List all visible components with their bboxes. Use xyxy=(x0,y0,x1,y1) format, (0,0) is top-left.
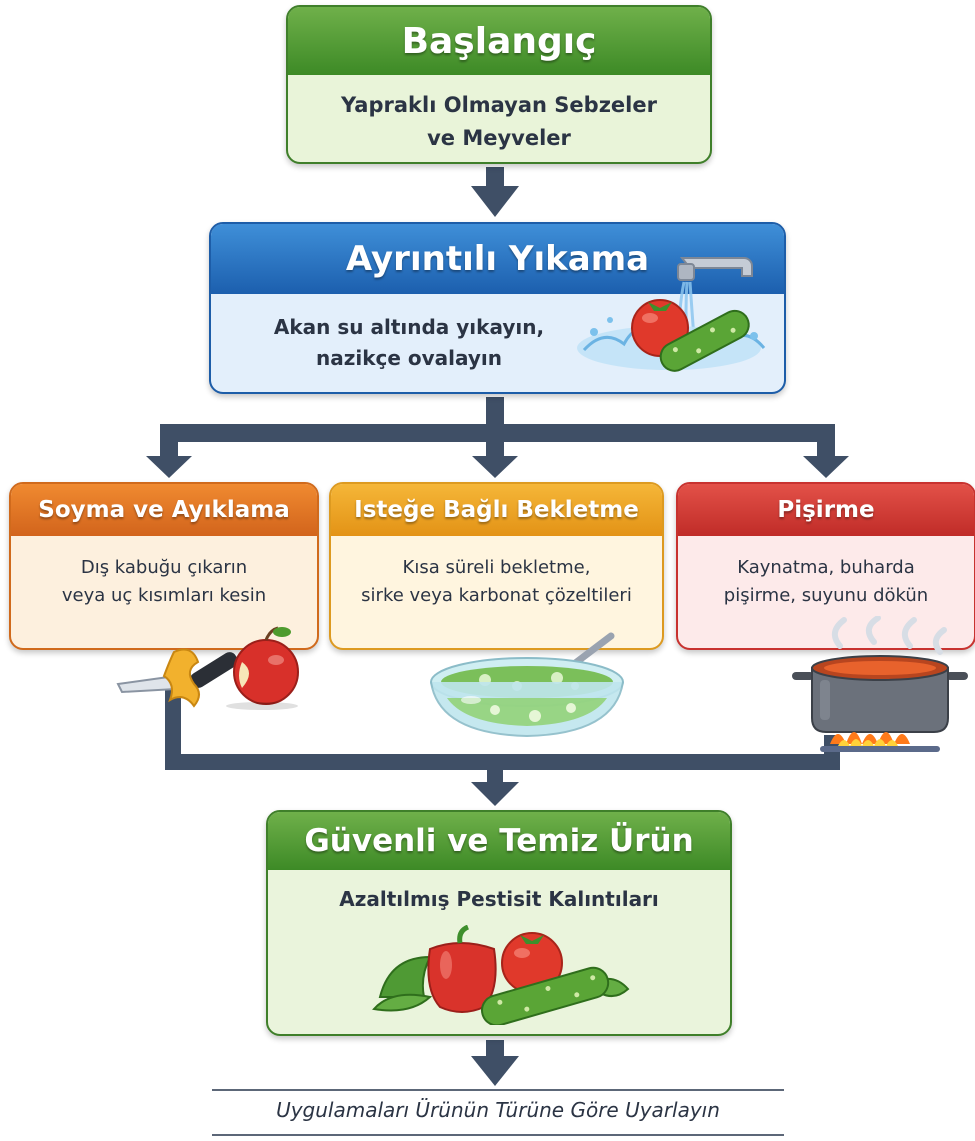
cook-node: Pişirme Kaynatma, buharda pişirme, suyun… xyxy=(676,482,975,650)
start-node: Başlangıç Yapraklı Olmayan Sebzeler ve M… xyxy=(286,5,712,164)
start-description: Yapraklı Olmayan Sebzeler ve Meyveler xyxy=(288,89,710,154)
arrowhead-wash xyxy=(471,186,519,217)
result-title: Güvenli ve Temiz Ürün xyxy=(268,812,730,870)
connector-merge-down xyxy=(487,754,503,784)
connector-split-mid xyxy=(486,424,504,458)
connector-start-wash xyxy=(486,167,504,187)
cook-line-2: pişirme, suyunu dökün xyxy=(723,584,929,606)
wash-description: Akan su altında yıkayın, nazikçe ovalayı… xyxy=(249,312,569,374)
footer-note: Uygulamaları Ürünün Türüne Göre Uyarlayı… xyxy=(276,1098,720,1122)
knife-peel-apple-icon xyxy=(116,626,299,710)
soak-description: Kısa süreli bekletme, sirke veya karbona… xyxy=(331,554,662,610)
start-title: Başlangıç xyxy=(288,7,710,75)
soak-title: Isteğe Bağlı Bekletme xyxy=(331,484,662,536)
connector-result-footer xyxy=(486,1040,504,1058)
footer-rule-bottom xyxy=(212,1134,784,1136)
soaking-bowl-icon xyxy=(430,632,624,738)
arrowhead-footer xyxy=(471,1056,519,1086)
wash-line-1: Akan su altında yıkayın, xyxy=(273,315,545,339)
cook-description: Kaynatma, buharda pişirme, suyunu dökün xyxy=(678,554,974,610)
connector-merge-left xyxy=(165,690,181,770)
connector-split-right xyxy=(817,424,835,458)
arrowhead-soak xyxy=(472,456,518,478)
clean-vegetables-icon xyxy=(372,925,630,1025)
peel-title: Soyma ve Ayıklama xyxy=(11,484,317,536)
start-line-1: Yapraklı Olmayan Sebzeler xyxy=(341,93,657,117)
cook-line-1: Kaynatma, buharda xyxy=(737,557,915,578)
soak-node: Isteğe Bağlı Bekletme Kısa süreli beklet… xyxy=(329,482,664,650)
faucet-washing-tomato-cucumber-icon xyxy=(577,257,766,372)
footer-rule-top xyxy=(212,1089,784,1091)
arrowhead-result xyxy=(471,782,519,806)
result-line-1: Azaltılmış Pestisit Kalıntıları xyxy=(339,887,659,911)
cook-title: Pişirme xyxy=(678,484,974,536)
soak-line-2: sirke veya karbonat çözeltileri xyxy=(361,584,632,606)
start-line-2: ve Meyveler xyxy=(427,125,571,150)
result-node: Güvenli ve Temiz Ürün Azaltılmış Pestisi… xyxy=(266,810,732,1036)
result-description: Azaltılmış Pestisit Kalıntıları xyxy=(268,884,730,915)
peel-description: Dış kabuğu çıkarın veya uç kısımları kes… xyxy=(11,554,317,610)
arrowhead-peel xyxy=(146,456,192,478)
arrowhead-cook xyxy=(803,456,849,478)
wash-line-2: nazikçe ovalayın xyxy=(315,346,503,370)
soak-line-1: Kısa süreli bekletme, xyxy=(402,557,591,578)
peel-line-2: veya uç kısımları kesin xyxy=(61,584,267,606)
connector-split-left xyxy=(160,424,178,458)
boiling-pot-icon xyxy=(792,616,968,752)
peel-node: Soyma ve Ayıklama Dış kabuğu çıkarın vey… xyxy=(9,482,319,650)
peel-line-1: Dış kabuğu çıkarın xyxy=(80,557,248,578)
